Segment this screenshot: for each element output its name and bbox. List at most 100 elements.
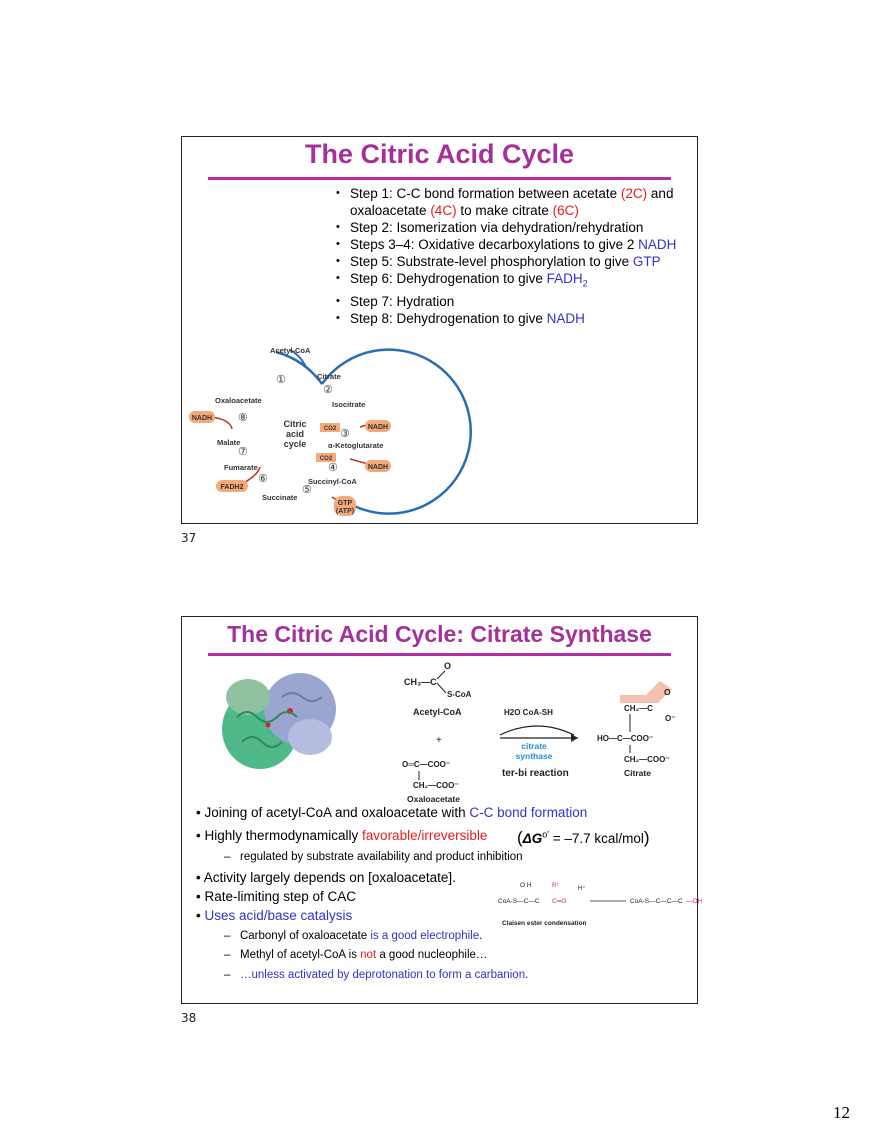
protein-structure-image xyxy=(222,673,336,769)
acetyl-coa-o: O xyxy=(444,661,451,671)
text-segment: Step 6: Dehydrogenation to give xyxy=(350,271,547,286)
claisen-product: CoA-S—C—C—C xyxy=(630,898,683,905)
acetyl-coa-label: Acetyl-CoA xyxy=(413,707,462,717)
enzyme-label-2: synthase xyxy=(516,751,553,761)
text-segment: Step 5: Substrate-level phosphorylation … xyxy=(350,254,633,269)
slide-title: The Citric Acid Cycle xyxy=(304,139,575,169)
enzyme-label: citrate xyxy=(521,741,547,751)
step-number: ⑦ xyxy=(238,446,248,458)
text-segment: FADH xyxy=(546,271,583,286)
text-segment: Joining of acetyl-CoA and oxaloacetate w… xyxy=(204,805,470,820)
text-segment: favorable/irreversible xyxy=(362,828,488,843)
cycle-center-line3: cycle xyxy=(284,439,307,449)
text-segment: 2 xyxy=(582,278,588,289)
claisen-label: Claisen ester condensation xyxy=(502,920,587,927)
fadh2-badge-label: FADH2 xyxy=(221,484,244,491)
text-segment: Methyl of acetyl-CoA is xyxy=(239,949,361,961)
nadh-badge xyxy=(365,460,391,472)
cycle-arc-top xyxy=(275,350,324,385)
nadh-badge-label: NADH xyxy=(368,424,388,431)
text-segment: GTP xyxy=(632,254,661,269)
reaction-type: ter-bi reaction xyxy=(502,768,569,779)
steps-list: Step 1: C-C bond formation between aceta… xyxy=(332,185,702,327)
sub-bullet-item: Methyl of acetyl-CoA is not a good nucle… xyxy=(224,949,487,961)
step-item: Step 2: Isomerization via dehydration/re… xyxy=(332,219,702,236)
slide-38: The Citric Acid Cycle: Citrate Synthase … xyxy=(181,616,703,1004)
text-segment: Uses acid/base catalysis xyxy=(204,908,353,923)
isocitrate-label: Isocitrate xyxy=(332,400,365,409)
nadh-badge-label: NADH xyxy=(368,464,388,471)
acetyl-coa-structure: CH₃—C xyxy=(404,677,437,687)
text-segment: Step 2: Isomerization via dehydration/re… xyxy=(350,220,644,235)
sub-bullet-item: regulated by substrate availability and … xyxy=(224,851,523,863)
citrate-ho: HO—C—COO⁻ xyxy=(597,734,653,743)
text-segment: a good nucleophile… xyxy=(376,949,488,961)
nadh-badge-label: NADH xyxy=(192,415,212,422)
step-item: Step 7: Hydration xyxy=(332,293,702,310)
claisen-diagram: CoA-S—C—C O H C═O R¹ H⁺ CoA-S—C—C—C —OH … xyxy=(498,882,703,927)
text-segment: Step 7: Hydration xyxy=(350,293,455,309)
reagents-label: H2O CoA-SH xyxy=(504,708,553,717)
claisen-o: O H xyxy=(520,882,532,889)
text-segment: regulated by substrate availability and … xyxy=(239,851,523,863)
text-segment: Step 8: Dehydrogenation to give xyxy=(350,310,547,326)
co2-badge xyxy=(320,423,340,432)
bullet-item: Rate-limiting step of CAC xyxy=(196,889,356,904)
oxaloacetate-ch2: CH₂—COO⁻ xyxy=(413,781,459,790)
cycle-arc xyxy=(320,348,472,515)
text-segment: Steps 3–4: Oxidative decarboxylations to… xyxy=(350,237,639,252)
nadh-badge xyxy=(189,411,215,423)
title-underline xyxy=(208,177,671,180)
slide-37: The Citric Acid Cycle Step 1: C-C bond f… xyxy=(181,136,698,524)
citrate-structure: CH₂—C xyxy=(624,704,653,713)
co2-badge-label: CO2 xyxy=(324,426,337,432)
sub-bullet-item: …unless activated by deprotonation to fo… xyxy=(224,969,528,981)
bullet-item: Joining of acetyl-CoA and oxaloacetate w… xyxy=(196,805,587,820)
claisen-carbonyl: C═O xyxy=(552,898,566,905)
reaction-diagram: CH₃—C O S-CoA Acetyl-CoA + O═C—COO⁻ CH₂—… xyxy=(222,661,675,804)
text-segment: (4C) xyxy=(430,203,457,218)
gtp-badge-label: GTP xyxy=(338,500,353,507)
text-segment: NADH xyxy=(638,237,677,252)
citrate-ch2: CH₂—COO⁻ xyxy=(624,755,670,764)
text-segment: C-C bond formation xyxy=(469,805,588,820)
step-number: ① xyxy=(276,374,286,386)
succinyl-coa-label: Succinyl-CoA xyxy=(308,477,357,486)
step-number: ③ xyxy=(340,428,350,440)
page-number: 12 xyxy=(833,1103,850,1122)
text-segment: . xyxy=(479,930,483,942)
succinate-label: Succinate xyxy=(262,493,297,502)
step-number: ② xyxy=(323,384,333,396)
plus-sign: + xyxy=(436,735,442,746)
title-underline xyxy=(208,653,671,656)
nadh-badge xyxy=(365,420,391,432)
claisen-h: H⁺ xyxy=(578,885,586,892)
acetyl-coa-sco: S-CoA xyxy=(447,690,472,699)
text-segment: (2C) xyxy=(620,186,648,201)
step-item: Step 1: C-C bond formation between aceta… xyxy=(332,185,702,219)
step-item: Step 5: Substrate-level phosphorylation … xyxy=(332,253,702,270)
step-number: ⑧ xyxy=(238,412,248,424)
slide-number: 38 xyxy=(181,1011,197,1025)
citrate-label: Citrate xyxy=(624,768,651,778)
gtp-badge xyxy=(334,496,356,516)
fumarate-label: Fumarate xyxy=(224,463,258,472)
citrate-o: O xyxy=(664,687,671,697)
bullet-item: Highly thermodynamically favorable/irrev… xyxy=(196,828,487,843)
acetyl-arrow xyxy=(289,349,307,368)
oxaloacetate-label: Oxaloacetate xyxy=(407,794,460,804)
sub-bullet-item: Carbonyl of oxaloacetate is a good elect… xyxy=(224,930,482,942)
co2-badge-label: CO2 xyxy=(320,456,333,462)
text-segment: and oxaloacetate xyxy=(350,186,674,218)
bullet-item: Uses acid/base catalysis xyxy=(196,908,352,923)
slide-number: 37 xyxy=(181,531,197,545)
text-segment: . xyxy=(525,969,529,981)
step-item: Steps 3–4: Oxidative decarboxylations to… xyxy=(332,236,702,253)
fadh2-badge xyxy=(216,480,248,492)
step-item: Step 6: Dehydrogenation to give FADH2 xyxy=(332,270,702,293)
text-segment: Highly thermodynamically xyxy=(204,828,363,843)
acetyl-coa-label: Acetyl-CoA xyxy=(270,346,311,355)
text-segment: NADH xyxy=(546,310,585,326)
text-segment: Carbonyl of oxaloacetate xyxy=(239,930,371,942)
oxaloacetate-structure: O═C—COO⁻ xyxy=(402,760,450,769)
